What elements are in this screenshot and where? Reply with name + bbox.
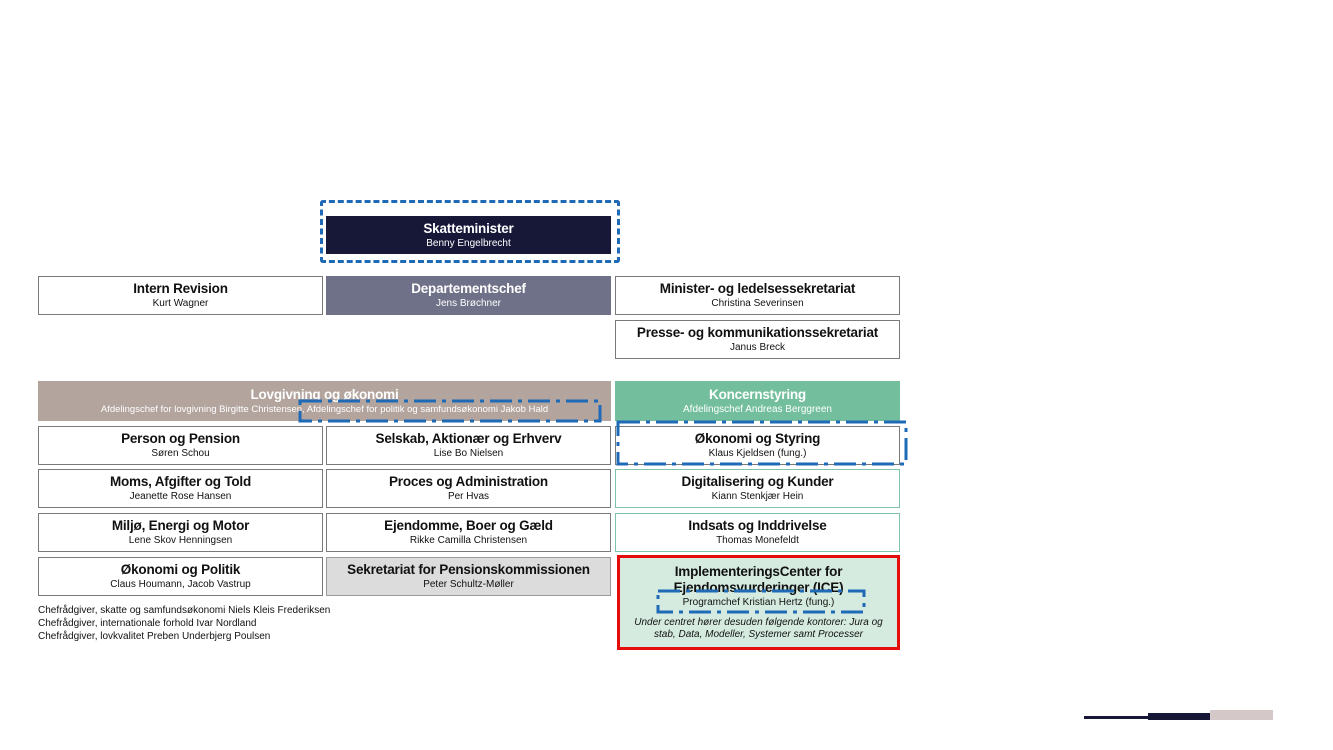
footer-bar-taupe <box>1210 710 1273 720</box>
indsats-title: Indsats og Inddrivelse <box>688 518 827 533</box>
oekonomi-styring-title: Økonomi og Styring <box>694 431 821 446</box>
pensionskommission-box: Sekretariat for Pensionskommissionen Pet… <box>326 557 611 596</box>
lovgivning-title: Lovgivning og økonomi <box>250 386 399 402</box>
minister-sekretariat-name: Christina Severinsen <box>711 298 804 309</box>
moms-name: Jeanette Rose Hansen <box>129 491 232 502</box>
digitalisering-title: Digitalisering og Kunder <box>681 474 834 489</box>
presse-name: Janus Breck <box>729 342 786 353</box>
person-pension-box: Person og Pension Søren Schou <box>38 426 323 465</box>
minister-name: Benny Engelbrecht <box>426 237 511 249</box>
oekonomi-styring-name: Klaus Kjeldsen (fung.) <box>708 448 807 459</box>
selskab-box: Selskab, Aktionær og Erhverv Lise Bo Nie… <box>326 426 611 465</box>
note-line: Chefrådgiver, internationale forhold Iva… <box>38 618 257 629</box>
proces-name: Per Hvas <box>447 491 490 502</box>
ice-dashdot-highlight <box>656 589 866 614</box>
minister-sekretariat-title: Minister- og ledelsessekretariat <box>659 281 856 296</box>
oekonomi-politik-box: Økonomi og Politik Claus Houmann, Jacob … <box>38 557 323 596</box>
departementschef-box: Departementschef Jens Brøchner <box>326 276 611 315</box>
styring-dashdot-highlight <box>616 420 908 466</box>
presse-title: Presse- og kommunikationssekretariat <box>636 325 879 340</box>
intern-revision-title: Intern Revision <box>133 281 228 296</box>
ejendomme-title: Ejendomme, Boer og Gæld <box>384 518 553 533</box>
chefraadgiver-notes: Chefrådgiver, skatte og samfundsøkonomi … <box>38 604 330 643</box>
lovgivning-subtitle: Afdelingschef for lovgivning Birgitte Ch… <box>100 403 549 415</box>
miljoe-box: Miljø, Energi og Motor Lene Skov Henning… <box>38 513 323 552</box>
minister-box: Skatteminister Benny Engelbrecht <box>326 216 611 254</box>
ejendomme-name: Rikke Camilla Christensen <box>409 535 528 546</box>
departementschef-title: Departementschef <box>411 281 526 296</box>
proces-title: Proces og Administration <box>389 474 548 489</box>
person-pension-title: Person og Pension <box>121 431 240 446</box>
person-pension-name: Søren Schou <box>151 448 210 459</box>
lovgivning-header: Lovgivning og økonomi Afdelingschef for … <box>38 381 611 421</box>
pensionskommission-title: Sekretariat for Pensionskommissionen <box>347 562 590 577</box>
footer-bar-navy-thin <box>1084 716 1148 719</box>
oekonomi-politik-name: Claus Houmann, Jacob Vastrup <box>110 579 251 590</box>
digitalisering-name: Kiann Stenkjær Hein <box>711 491 804 502</box>
ice-name: Programchef Kristian Hertz (fung.) <box>682 597 835 608</box>
oekonomi-politik-title: Økonomi og Politik <box>120 562 241 577</box>
koncern-header: Koncernstyring Afdelingschef Andreas Ber… <box>615 381 900 421</box>
miljoe-name: Lene Skov Henningsen <box>128 535 233 546</box>
miljoe-title: Miljø, Energi og Motor <box>111 518 250 533</box>
indsats-name: Thomas Monefeldt <box>716 535 799 546</box>
ice-box: ImplementeringsCenter for Ejendomsvurder… <box>617 555 900 650</box>
selskab-title: Selskab, Aktionær og Erhverv <box>375 431 562 446</box>
pensionskommission-name: Peter Schultz-Møller <box>423 579 514 590</box>
minister-sekretariat-box: Minister- og ledelsessekretariat Christi… <box>615 276 900 315</box>
footer-bar-navy <box>1148 713 1210 720</box>
koncern-title: Koncernstyring <box>709 386 806 402</box>
note-line: Chefrådgiver, lovkvalitet Preben Underbj… <box>38 631 271 642</box>
oekonomi-styring-box: Økonomi og Styring Klaus Kjeldsen (fung.… <box>615 426 900 465</box>
presse-box: Presse- og kommunikationssekretariat Jan… <box>615 320 900 359</box>
hald-dashdot-highlight <box>298 399 602 423</box>
intern-revision-box: Intern Revision Kurt Wagner <box>38 276 323 315</box>
proces-box: Proces og Administration Per Hvas <box>326 469 611 508</box>
intern-revision-name: Kurt Wagner <box>152 298 209 309</box>
moms-title: Moms, Afgifter og Told <box>109 474 252 489</box>
moms-box: Moms, Afgifter og Told Jeanette Rose Han… <box>38 469 323 508</box>
note-line: Chefrådgiver, skatte og samfundsøkonomi … <box>38 605 331 616</box>
departementschef-name: Jens Brøchner <box>435 298 502 309</box>
koncern-subtitle: Afdelingschef Andreas Berggreen <box>683 403 832 415</box>
ejendomme-box: Ejendomme, Boer og Gæld Rikke Camilla Ch… <box>326 513 611 552</box>
selskab-name: Lise Bo Nielsen <box>433 448 504 459</box>
indsats-box: Indsats og Inddrivelse Thomas Monefeldt <box>615 513 900 552</box>
digitalisering-box: Digitalisering og Kunder Kiann Stenkjær … <box>615 469 900 508</box>
minister-dashed-highlight <box>320 200 620 263</box>
minister-title: Skatteminister <box>423 220 514 236</box>
ice-note: Under centret hører desuden følgende kon… <box>634 617 883 640</box>
